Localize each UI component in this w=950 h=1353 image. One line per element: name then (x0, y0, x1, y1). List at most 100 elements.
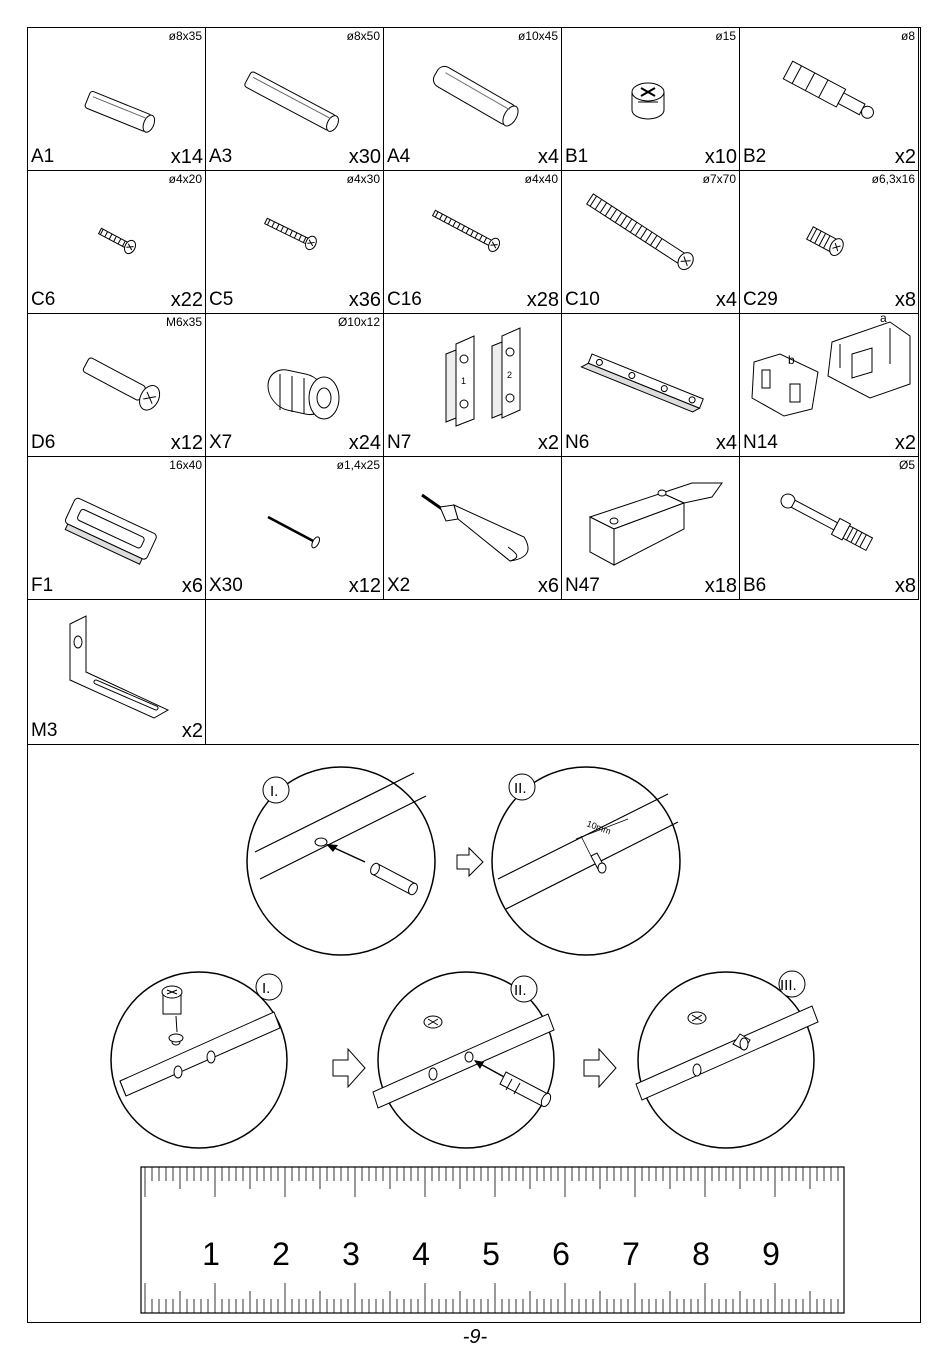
part-dimension: ø15 (715, 29, 736, 43)
screw-short-icon (97, 227, 137, 255)
screw-long-icon (431, 209, 501, 253)
expansion-bolt-icon (782, 60, 874, 119)
part-code: A4 (387, 146, 411, 167)
part-quantity: x18 (704, 575, 737, 597)
dowel-icon (370, 862, 418, 896)
part-code: N14 (743, 432, 778, 453)
part-quantity: x2 (894, 146, 916, 168)
part-dimension: ø8 (900, 29, 915, 43)
part-code: B2 (743, 146, 767, 167)
part-code: D6 (31, 432, 56, 453)
part-dimension: M6x35 (165, 315, 202, 329)
part-code: C5 (209, 289, 234, 310)
arrow-icon (583, 1047, 617, 1089)
part-dimension: Ø5 (898, 458, 915, 472)
part-code: X7 (209, 432, 233, 453)
step-label: I. (270, 783, 278, 800)
label-b: b (788, 353, 795, 367)
part-code: M3 (31, 720, 58, 741)
glue-tube-icon (421, 493, 529, 562)
part-code: N6 (565, 432, 590, 453)
step-label: I. (262, 980, 270, 997)
part-quantity: x10 (704, 146, 737, 168)
cam-bolt-icon (780, 493, 874, 552)
part-code: B1 (565, 146, 589, 167)
cam-lock-icon (161, 985, 183, 1015)
step-bottom-2: II. (372, 971, 555, 1149)
step-top-1: I. (246, 766, 436, 956)
part-quantity: x22 (170, 289, 203, 311)
svg-text:2: 2 (507, 370, 512, 380)
empty-area (206, 600, 919, 745)
part-quantity: x14 (170, 146, 203, 168)
screw-medium-icon (264, 217, 317, 251)
part-dimension: ø8x35 (168, 29, 202, 43)
part-dimension: ø4x40 (524, 172, 558, 186)
part-dimension: ø4x20 (168, 172, 202, 186)
ruler-number: 7 (622, 1236, 640, 1272)
nail-icon (267, 515, 321, 549)
part-cell-m3: M3 x2 (28, 600, 206, 745)
wooden-block-icon (588, 482, 723, 566)
part-code: X30 (209, 575, 243, 596)
dowel-medium-icon (244, 71, 339, 132)
dowel-large-icon (432, 65, 519, 127)
part-quantity: x6 (181, 575, 203, 597)
ruler-ticks (144, 1167, 839, 1313)
ruler-number: 9 (762, 1236, 780, 1272)
part-quantity: x2 (181, 720, 203, 742)
part-dimension: ø10x45 (517, 29, 558, 43)
dowel-small-icon (84, 90, 156, 133)
step-bottom-1: I. (110, 971, 288, 1149)
part-dimension: 16x40 (169, 458, 202, 472)
part-quantity: x24 (348, 432, 381, 454)
screwdriver-icon (474, 1060, 552, 1108)
hanging-bracket-pair-icon: 12 (445, 327, 521, 427)
bolt-icon (82, 357, 161, 411)
part-dimension: ø4x30 (346, 172, 380, 186)
ruler-number: 8 (692, 1236, 710, 1272)
step-label: II. (514, 982, 527, 999)
part-dimension: ø8x50 (346, 29, 380, 43)
ruler-number: 5 (482, 1236, 500, 1272)
part-code: C6 (31, 289, 56, 310)
cam-lock-icon (631, 82, 665, 120)
part-quantity: x12 (170, 432, 203, 454)
part-quantity: x2 (537, 432, 559, 454)
part-dimension: Ø10x12 (337, 315, 380, 329)
part-quantity: x12 (348, 575, 381, 597)
cam-lock-top-icon (423, 1015, 443, 1029)
part-quantity: x8 (894, 575, 916, 597)
ruler-number: 1 (202, 1236, 220, 1272)
part-code: B6 (743, 575, 767, 596)
angle-bracket-icon (69, 615, 170, 719)
step-bottom-3: III. (635, 970, 819, 1149)
mounting-rail-icon (580, 353, 704, 413)
bracket-set-ab-icon: ba (751, 314, 911, 417)
page-number: -9- (462, 1326, 488, 1348)
part-code: N7 (387, 432, 412, 453)
confirmat-screw-icon (586, 193, 694, 271)
part-code: C16 (387, 289, 422, 310)
part-dimension: ø1,4x25 (336, 458, 380, 472)
svg-text:1: 1 (461, 376, 466, 386)
euro-screw-icon (806, 226, 844, 257)
part-quantity: x30 (348, 146, 381, 168)
